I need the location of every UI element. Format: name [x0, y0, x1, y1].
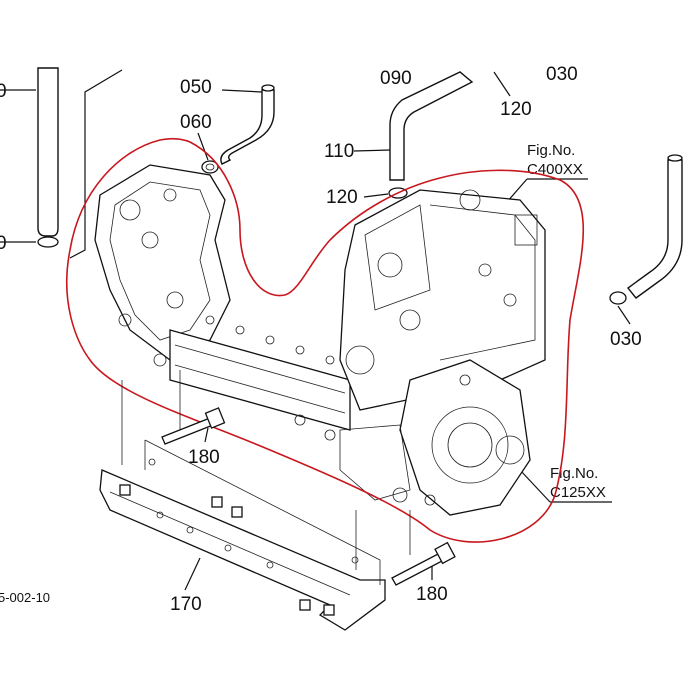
- svg-text:C400XX: C400XX: [527, 161, 583, 178]
- leader-120-top: [493, 71, 511, 97]
- hose-050: [220, 84, 275, 165]
- clamp-120-mid: [363, 187, 408, 199]
- callout-0-top: 0: [0, 81, 7, 102]
- hose-110: [353, 71, 474, 181]
- transmission-housing: [94, 164, 546, 516]
- callout-050: 050: [180, 77, 212, 98]
- callout-0-mid: 0: [0, 233, 7, 254]
- callout-120-mid: 120: [326, 187, 358, 208]
- highlight-outline: [66, 137, 585, 543]
- callout-030-top: 030: [546, 64, 578, 85]
- svg-text:Fig.No.: Fig.No.: [527, 142, 575, 159]
- clamp-060: [197, 132, 219, 174]
- bolt-180-bottom: [391, 541, 456, 586]
- callout-110: 110: [324, 141, 354, 162]
- fig-ref-c125xx: Fig.No. C125XX: [519, 465, 612, 503]
- svg-text:Fig.No.: Fig.No.: [550, 465, 598, 482]
- diagram-reference-number: 5-002-10: [0, 590, 50, 605]
- callout-120-top: 120: [500, 99, 532, 120]
- bolt-180-mid: [161, 407, 226, 445]
- callout-170: 170: [170, 594, 202, 615]
- hose-right: [609, 154, 683, 325]
- svg-text:C125XX: C125XX: [550, 484, 606, 501]
- callout-060: 060: [180, 112, 212, 133]
- callout-180-bottom: 180: [416, 584, 448, 605]
- callout-030-right: 030: [610, 329, 642, 350]
- leader-line-left: [69, 69, 123, 259]
- callout-180-mid: 180: [188, 447, 220, 468]
- left-tube: [0, 67, 59, 248]
- bracket-170: [99, 439, 386, 631]
- callout-090: 090: [380, 68, 412, 89]
